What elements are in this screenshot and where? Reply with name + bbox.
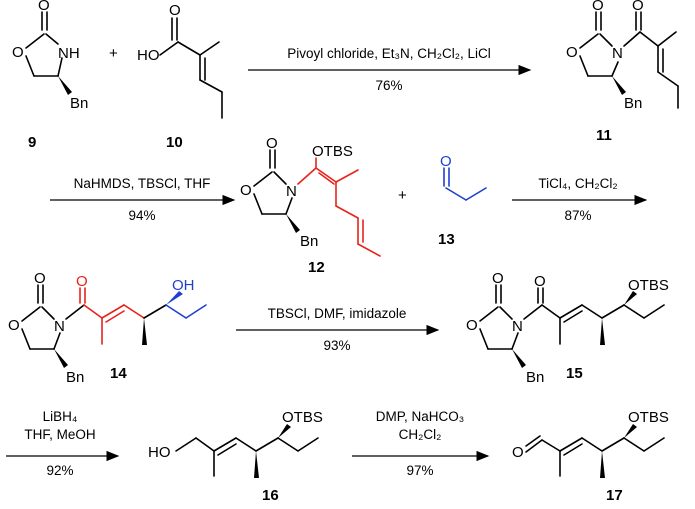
step5-yield: 92%: [46, 463, 73, 478]
ring-oxygen-11: O: [566, 44, 578, 61]
plus-sign-1: +: [109, 45, 118, 62]
nh-label-9: NH: [58, 45, 80, 62]
compound-10-structure: [159, 17, 223, 119]
aldehyde-oxygen-17: O: [512, 444, 524, 461]
step3-conditions: TiCl₄, CH₂Cl₂: [538, 176, 617, 191]
plus-sign-2: +: [398, 187, 407, 204]
carbonyl-oxygen-10: O: [169, 2, 181, 19]
nitrogen-12: N: [286, 183, 297, 200]
compound-number-11: 11: [596, 127, 612, 144]
carbonyl-oxygen-11a: O: [592, 0, 604, 14]
bn-label-12: Bn: [300, 233, 318, 250]
carbonyl-oxygen-15a: O: [492, 270, 504, 287]
compound-number-12: 12: [308, 259, 325, 276]
step2-conditions: NaHMDS, TBSCl, THF: [74, 176, 211, 191]
step4-conditions: TBSCl, DMF, imidazole: [268, 306, 407, 321]
otbs-label-16: OTBS: [282, 409, 323, 426]
ho-label-16: HO: [148, 444, 171, 461]
bn-label-9: Bn: [70, 95, 88, 112]
compound-9-structure: [25, 11, 72, 95]
compound-number-9: 9: [28, 134, 36, 151]
carbonyl-oxygen-14b: O: [76, 273, 88, 290]
compound-11-structure: [579, 11, 679, 109]
carbonyl-oxygen-15b: O: [534, 273, 546, 290]
carbonyl-oxygen-14a: O: [34, 270, 46, 287]
step3-yield: 87%: [564, 208, 591, 223]
compound-number-16: 16: [262, 487, 279, 504]
bn-label-14: Bn: [66, 369, 84, 386]
step5-line1: LiBH₄: [43, 409, 78, 424]
ring-oxygen-9: O: [12, 44, 24, 61]
ring-oxygen-14: O: [8, 317, 20, 334]
step4-yield: 93%: [323, 338, 350, 353]
otbs-label-17: OTBS: [628, 409, 669, 426]
step1-yield: 76%: [375, 78, 402, 93]
compound-14-structure: [21, 284, 207, 368]
step1-conditions: Pivoyl chloride, Et₃N, CH₂Cl₂, LiCl: [287, 46, 491, 61]
step5-line2: THF, MeOH: [24, 427, 95, 442]
compound-number-10: 10: [166, 134, 183, 151]
carbonyl-oxygen-12: O: [266, 135, 278, 152]
compound-12-structure: [253, 149, 381, 257]
carbonyl-oxygen-9: O: [38, 0, 50, 14]
compound-number-17: 17: [606, 487, 623, 504]
compound-17-structure: [525, 424, 665, 478]
compound-number-13: 13: [438, 231, 455, 248]
bn-label-15: Bn: [526, 369, 544, 386]
ho-label-10: HO: [137, 47, 160, 64]
nitrogen-15: N: [512, 318, 523, 335]
step2-yield: 94%: [128, 208, 155, 223]
otbs-label-15: OTBS: [628, 277, 669, 294]
compound-15-structure: [479, 284, 665, 368]
nitrogen-14: N: [54, 318, 65, 335]
carbonyl-oxygen-11b: O: [632, 0, 644, 14]
ring-oxygen-12: O: [240, 182, 252, 199]
aldehyde-oxygen-13: O: [440, 153, 452, 170]
compound-number-15: 15: [566, 365, 583, 382]
nitrogen-11: N: [612, 45, 623, 62]
ring-oxygen-15: O: [466, 317, 478, 334]
step6-line2: CH₂Cl₂: [399, 427, 442, 442]
step6-yield: 97%: [406, 463, 433, 478]
oh-label-14: OH: [172, 277, 195, 294]
otbs-label-12: OTBS: [312, 143, 353, 160]
bn-label-11: Bn: [624, 95, 642, 112]
compound-13-structure: [443, 167, 487, 201]
step6-line1: DMP, NaHCO₃: [376, 409, 465, 424]
compound-16-structure: [175, 424, 319, 478]
compound-number-14: 14: [110, 365, 127, 382]
